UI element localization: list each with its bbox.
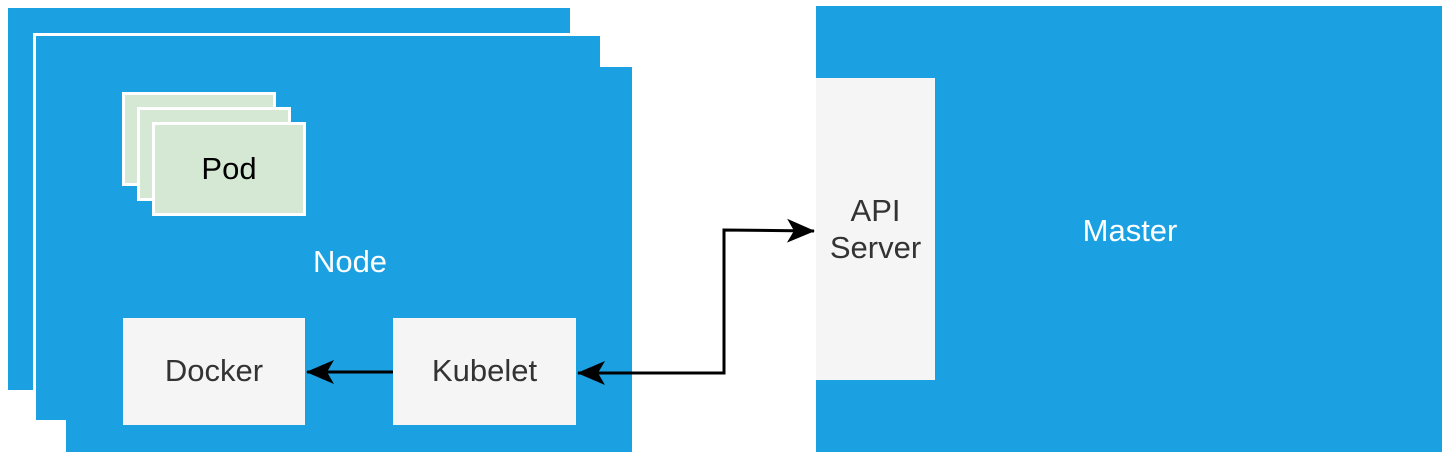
docker-label: Docker bbox=[164, 353, 264, 389]
node-label: Node bbox=[312, 243, 388, 279]
master-label: Master bbox=[1082, 212, 1178, 248]
api-server-label: API Server bbox=[829, 193, 922, 265]
pod-label: Pod bbox=[201, 150, 257, 186]
kubelet-api-server-arrow bbox=[577, 218, 815, 385]
docker-box[interactable] bbox=[123, 318, 305, 425]
pod-box[interactable] bbox=[152, 122, 306, 216]
kubelet-label: Kubelet bbox=[431, 353, 538, 389]
kubelet-box[interactable] bbox=[393, 318, 576, 425]
api-server-box[interactable] bbox=[816, 78, 935, 380]
